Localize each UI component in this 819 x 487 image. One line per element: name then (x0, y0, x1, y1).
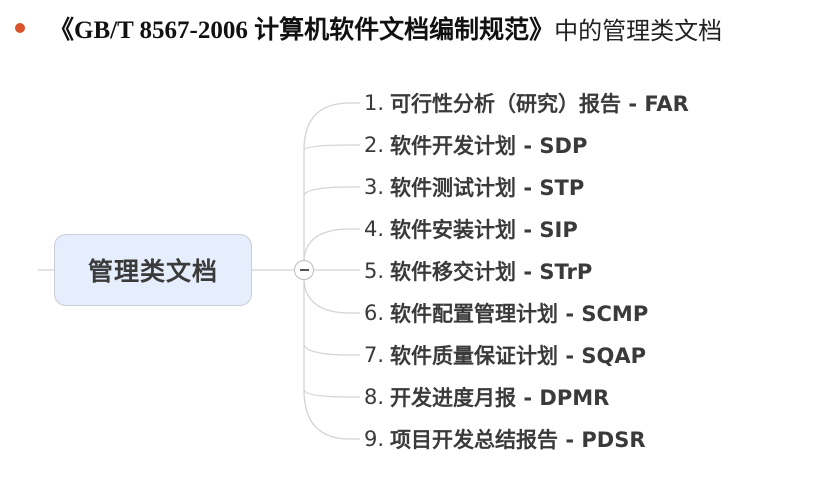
subtopic-label: 软件质量保证计划 - SQAP (390, 344, 647, 368)
subtopic-label: 软件测试计划 - STP (390, 176, 585, 200)
subtopic-node[interactable]: 2. 软件开发计划 - SDP (364, 130, 587, 160)
subtopic-label: 软件开发计划 - SDP (390, 134, 588, 158)
subtopic-node[interactable]: 3. 软件测试计划 - STP (364, 172, 584, 202)
title-standard-name: 《GB/T 8567-2006 计算机软件文档编制规范》 (49, 17, 555, 44)
subtopic-node[interactable]: 5. 软件移交计划 - STrP (364, 256, 592, 286)
bullet-icon (15, 23, 25, 33)
root-topic-label: 管理类文档 (87, 257, 218, 286)
subtopic-node[interactable]: 1. 可行性分析（研究）报告 - FAR (364, 88, 689, 118)
title-suffix: 中的管理类文档 (554, 16, 723, 45)
root-topic-node[interactable]: 管理类文档 (54, 234, 252, 306)
subtopic-label: 项目开发总结报告 - PDSR (390, 428, 646, 452)
subtopic-number: 5. (364, 259, 385, 283)
subtopic-number: 2. (364, 133, 385, 157)
subtopic-number: 1. (364, 91, 385, 115)
subtopic-label: 开发进度月报 - DPMR (390, 386, 610, 410)
subtopic-label: 可行性分析（研究）报告 - FAR (390, 92, 689, 116)
subtopic-number: 7. (364, 343, 385, 367)
subtopic-number: 9. (364, 427, 385, 451)
subtopic-node[interactable]: 8. 开发进度月报 - DPMR (364, 382, 609, 412)
subtopic-node[interactable]: 9. 项目开发总结报告 - PDSR (364, 424, 646, 454)
subtopic-node[interactable]: 4. 软件安装计划 - SIP (364, 214, 578, 244)
slide-title: 《GB/T 8567-2006 计算机软件文档编制规范》 中的管理类文档 (12, 8, 722, 48)
subtopic-label: 软件移交计划 - STrP (390, 260, 593, 284)
subtopic-number: 6. (364, 301, 385, 325)
collapse-toggle-button[interactable] (294, 260, 314, 280)
subtopic-label: 软件配置管理计划 - SCMP (390, 302, 649, 326)
subtopic-number: 8. (364, 385, 385, 409)
subtopic-label: 软件安装计划 - SIP (390, 218, 578, 242)
subtopic-node[interactable]: 7. 软件质量保证计划 - SQAP (364, 340, 646, 370)
subtopic-number: 4. (364, 217, 385, 241)
minus-icon (299, 269, 309, 271)
subtopic-node[interactable]: 6. 软件配置管理计划 - SCMP (364, 298, 648, 328)
subtopic-number: 3. (364, 175, 385, 199)
